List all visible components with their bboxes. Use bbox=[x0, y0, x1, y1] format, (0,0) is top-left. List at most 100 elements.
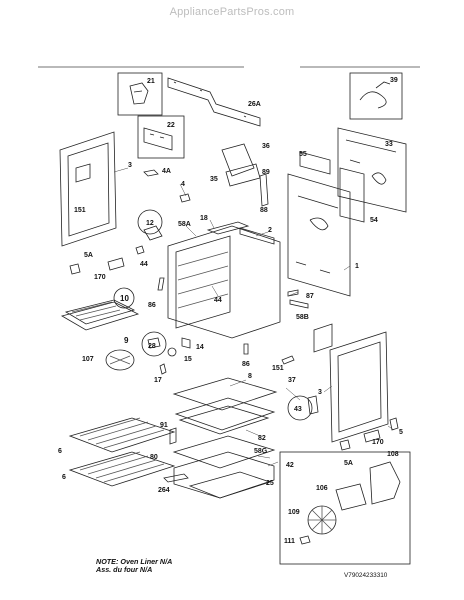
callout-26a[interactable]: 26A bbox=[248, 101, 261, 108]
callout-264[interactable]: 264 bbox=[158, 487, 170, 494]
callout-44-b[interactable]: 44 bbox=[214, 297, 222, 304]
callout-3-right[interactable]: 3 bbox=[318, 389, 322, 396]
part-89-shape bbox=[259, 173, 269, 207]
callout-10[interactable]: 10 bbox=[120, 294, 129, 303]
part-10-circle bbox=[113, 287, 135, 309]
part-36-shape bbox=[221, 143, 261, 187]
part-12-circle bbox=[137, 209, 163, 235]
callout-170-left[interactable]: 170 bbox=[94, 274, 106, 281]
callout-108[interactable]: 108 bbox=[387, 451, 399, 458]
part-28-circle bbox=[141, 331, 167, 357]
callout-37[interactable]: 37 bbox=[288, 377, 296, 384]
callout-6-upper[interactable]: 6 bbox=[58, 448, 62, 455]
part-box-39 bbox=[349, 72, 403, 120]
callout-35[interactable]: 35 bbox=[210, 176, 218, 183]
part-170-shape-right bbox=[363, 429, 381, 443]
callout-39[interactable]: 39 bbox=[390, 77, 398, 84]
part-15-shape bbox=[167, 347, 177, 357]
part-108-shape bbox=[369, 461, 401, 505]
callout-5[interactable]: 5 bbox=[399, 429, 403, 436]
callout-58g[interactable]: 58G bbox=[254, 448, 268, 455]
callout-21[interactable]: 21 bbox=[147, 78, 155, 85]
part-264-shape bbox=[163, 473, 189, 483]
part-37-shape bbox=[281, 355, 295, 365]
callout-91[interactable]: 91 bbox=[160, 422, 168, 429]
part-6-rack-lower bbox=[68, 451, 176, 487]
callout-5a-right[interactable]: 5A bbox=[344, 460, 353, 467]
note-line-2: Ass. du four N/A bbox=[96, 565, 153, 575]
callout-151-left[interactable]: 151 bbox=[74, 207, 86, 214]
callout-5a-left[interactable]: 5A bbox=[84, 252, 93, 259]
callout-88[interactable]: 88 bbox=[260, 207, 268, 214]
callout-33[interactable]: 33 bbox=[385, 141, 393, 148]
callout-8[interactable]: 8 bbox=[248, 373, 252, 380]
part-21-shape bbox=[129, 82, 149, 105]
callout-2[interactable]: 2 bbox=[268, 227, 272, 234]
part-86b-shape bbox=[243, 343, 249, 355]
callout-58b[interactable]: 58B bbox=[296, 314, 309, 321]
part-111-shape bbox=[299, 535, 311, 545]
callout-86-b[interactable]: 86 bbox=[242, 361, 250, 368]
callout-151-right[interactable]: 151 bbox=[272, 365, 284, 372]
callout-44-a[interactable]: 44 bbox=[140, 261, 148, 268]
callout-28[interactable]: 28 bbox=[148, 343, 156, 350]
callout-106[interactable]: 106 bbox=[316, 485, 328, 492]
part-12-shape bbox=[143, 225, 163, 241]
callout-4a[interactable]: 4A bbox=[162, 168, 171, 175]
callout-43[interactable]: 43 bbox=[294, 406, 302, 413]
callout-14[interactable]: 14 bbox=[196, 344, 204, 351]
part-33-detail bbox=[345, 139, 397, 185]
callout-54[interactable]: 54 bbox=[370, 217, 378, 224]
callout-170-right[interactable]: 170 bbox=[372, 439, 384, 446]
callout-15[interactable]: 15 bbox=[184, 356, 192, 363]
callout-12[interactable]: 12 bbox=[146, 220, 154, 227]
note-block: NOTE: Oven Liner N/A Ass. du four N/A bbox=[96, 557, 172, 575]
part-1-detail bbox=[295, 195, 339, 274]
part-42-drawer bbox=[173, 451, 275, 499]
part-58g-shape bbox=[172, 435, 276, 469]
part-2-shape bbox=[239, 227, 275, 245]
callout-58a[interactable]: 58A bbox=[178, 221, 191, 228]
part-87-shape bbox=[287, 289, 299, 297]
callout-25[interactable]: 25 bbox=[266, 480, 274, 487]
part-39-shape bbox=[359, 81, 391, 109]
callout-6-lower[interactable]: 6 bbox=[62, 474, 66, 481]
callout-109[interactable]: 109 bbox=[288, 509, 300, 516]
part-5a-shape-left bbox=[69, 263, 81, 275]
part-58a-cavity-front bbox=[175, 235, 231, 329]
part-1-back-panel bbox=[287, 173, 351, 297]
part-54-shape bbox=[339, 167, 365, 223]
part-5-shape bbox=[389, 417, 399, 431]
callout-36[interactable]: 36 bbox=[262, 143, 270, 150]
part-6-rack-lower-bars bbox=[79, 451, 165, 483]
part-106-shape bbox=[335, 483, 367, 511]
callout-9[interactable]: 9 bbox=[124, 336, 129, 345]
callout-111[interactable]: 111 bbox=[284, 538, 295, 545]
part-28-shape bbox=[147, 337, 161, 349]
part-box-fan-motor bbox=[279, 451, 411, 565]
callout-4[interactable]: 4 bbox=[181, 181, 185, 188]
part-43-circle bbox=[287, 395, 313, 421]
callout-80[interactable]: 80 bbox=[150, 454, 158, 461]
callout-3-left[interactable]: 3 bbox=[128, 162, 132, 169]
callout-18[interactable]: 18 bbox=[200, 215, 208, 222]
part-33-shape bbox=[337, 127, 407, 213]
callout-87[interactable]: 87 bbox=[306, 293, 314, 300]
part-3-door-right bbox=[329, 331, 389, 443]
part-44a-shape bbox=[135, 245, 145, 255]
callout-1[interactable]: 1 bbox=[355, 263, 359, 270]
part-91-shape bbox=[169, 427, 177, 445]
leader-lines bbox=[113, 167, 395, 467]
callout-22[interactable]: 22 bbox=[167, 122, 175, 129]
callout-82[interactable]: 82 bbox=[258, 435, 266, 442]
callout-17[interactable]: 17 bbox=[154, 377, 162, 384]
callout-42[interactable]: 42 bbox=[286, 462, 294, 469]
part-9-grill bbox=[71, 301, 121, 321]
part-107-detail bbox=[109, 355, 131, 365]
part-9-broiler-pan bbox=[60, 299, 140, 331]
callout-107[interactable]: 107 bbox=[82, 356, 94, 363]
callout-55[interactable]: 55 bbox=[299, 151, 307, 158]
callout-89[interactable]: 89 bbox=[262, 169, 270, 176]
callout-86-a[interactable]: 86 bbox=[148, 302, 156, 309]
